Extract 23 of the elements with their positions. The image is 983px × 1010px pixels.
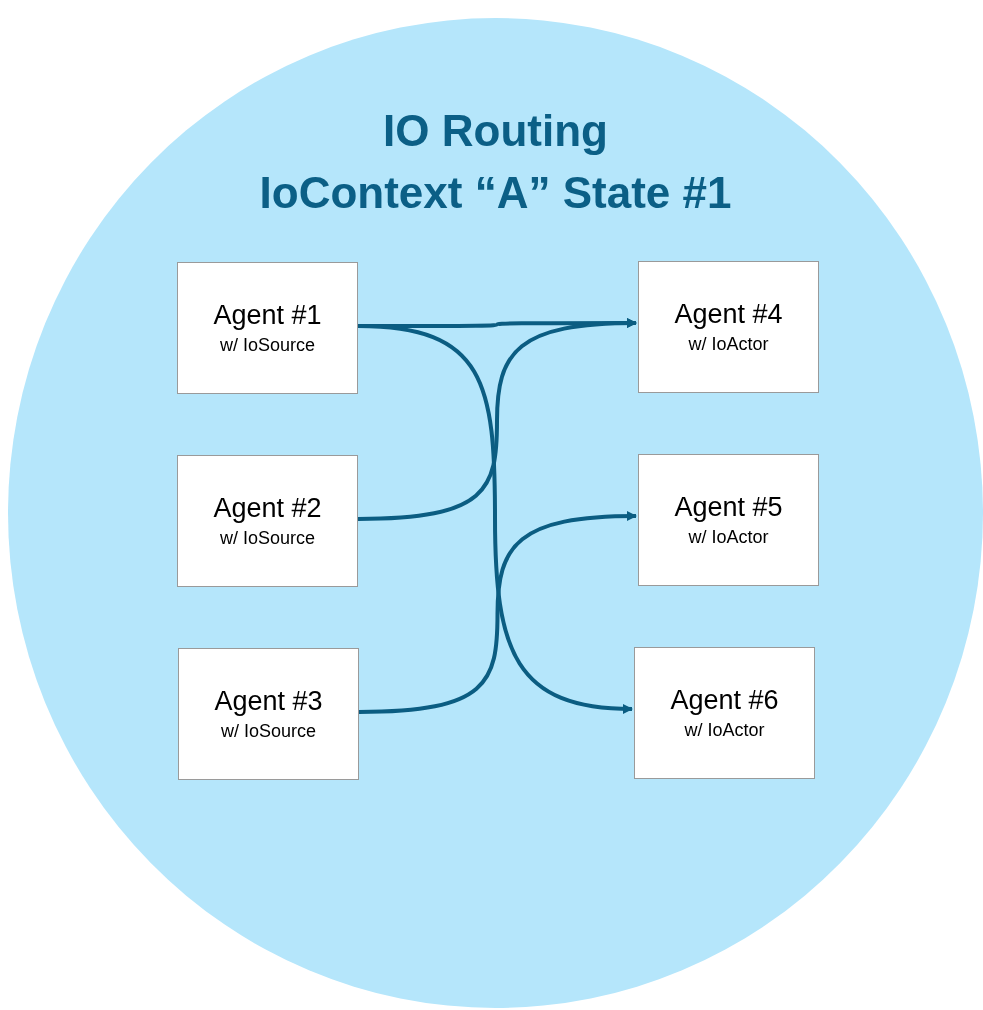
- agent-box: [177, 455, 358, 587]
- arrow: [357, 318, 637, 521]
- agent-role: w/ IoActor: [684, 720, 765, 741]
- agent-name: Agent #4: [674, 299, 783, 330]
- arrow: [357, 324, 633, 714]
- agent-role: w/ IoSource: [219, 335, 315, 356]
- agent-box: [638, 454, 819, 586]
- agent-name: Agent #3: [214, 686, 323, 717]
- heading: IO Routing: [382, 105, 609, 157]
- agent-box: [634, 647, 815, 779]
- agent-role: w/ IoActor: [688, 334, 769, 355]
- agent-name: Agent #5: [674, 492, 783, 523]
- agent-role: w/ IoActor: [688, 527, 769, 548]
- heading: IoContext “A” State #1: [258, 167, 733, 219]
- agent-name: Agent #1: [213, 300, 322, 331]
- agent-box: [638, 261, 819, 393]
- arrow: [358, 511, 637, 714]
- agent-role: w/ IoSource: [219, 528, 315, 549]
- agent-name: Agent #2: [213, 493, 322, 524]
- agent-name: Agent #6: [670, 685, 779, 716]
- agent-role: w/ IoSource: [220, 721, 316, 742]
- agent-box: [177, 262, 358, 394]
- agent-box: [178, 648, 359, 780]
